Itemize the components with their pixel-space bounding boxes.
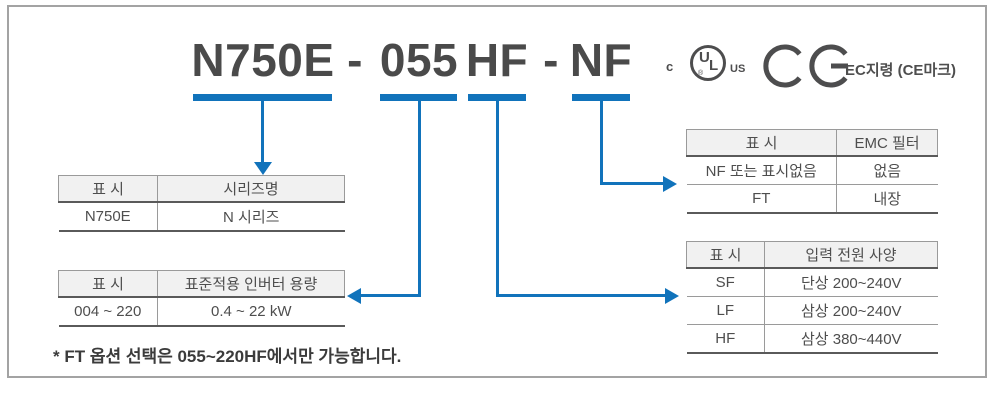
table-header-row: 표 시 EMC 필터 [686,129,938,157]
table-cell: 004 ~ 220 [58,297,158,327]
table-header-cell: 표 시 [58,175,158,203]
model-segment-series: N750E [191,34,335,86]
table-cell: 없음 [836,156,938,185]
table-cell: 삼상 380~440V [764,324,938,354]
underline-series [193,94,332,101]
model-segment-filter: NF [569,34,633,86]
table-cell: 단상 200~240V [764,268,938,297]
table-row: NF 또는 표시없음 없음 [686,156,938,185]
connector-capacity-line-h [358,294,419,297]
table-cell: FT [686,184,837,214]
table-header-cell: 표준적용 인버터 용량 [157,270,345,298]
connector-voltage-line-h [497,294,667,297]
table-row: N750E N 시리즈 [58,202,345,232]
table-header-cell: 표 시 [686,241,765,269]
model-dash: - [347,34,363,86]
table-row: SF 단상 200~240V [686,268,938,297]
capacity-table: 표 시 표준적용 인버터 용량 004 ~ 220 0.4 ~ 22 kW [58,270,345,327]
model-segment-capacity: 055 [379,34,459,86]
ul-mark-icon: U L ® [690,45,726,81]
model-dash: - [543,34,559,86]
table-header-cell: EMC 필터 [836,129,938,157]
table-header-cell: 시리즈명 [157,175,345,203]
connector-voltage-line-v [495,101,499,297]
model-segment-voltage: HF [465,34,529,86]
arrow-left-icon [347,287,361,304]
ce-caption: EC지령 (CE마크) [845,62,957,79]
underline-voltage [468,94,526,101]
table-row: LF 삼상 200~240V [686,296,938,325]
table-cell: SF [686,268,765,297]
table-header-cell: 표 시 [58,270,158,298]
connector-capacity-line-v [417,101,421,297]
connector-series-line [261,101,264,163]
underline-filter [572,94,630,101]
table-cell: HF [686,324,765,354]
table-header-row: 표 시 시리즈명 [58,175,345,203]
table-cell: N 시리즈 [157,202,345,232]
connector-filter-line-v [599,101,603,185]
table-cell: N750E [58,202,158,232]
registered-icon: ® [698,70,704,77]
arrow-right-icon [663,175,677,192]
table-cell: 내장 [836,184,938,214]
table-cell: 삼상 200~240V [764,296,938,325]
ul-mark-c: c [666,59,674,74]
connector-filter-line-h [601,182,665,185]
arrow-down-icon [253,162,272,175]
table-cell: 0.4 ~ 22 kW [157,297,345,327]
footnote: * FT 옵션 선택은 055~220HF에서만 가능합니다. [53,347,402,366]
series-table: 표 시 시리즈명 N750E N 시리즈 [58,175,345,232]
ul-letter-l: L [709,57,719,74]
table-row: HF 삼상 380~440V [686,324,938,354]
ul-mark-us: US [730,63,746,75]
table-header-row: 표 시 표준적용 인버터 용량 [58,270,345,298]
underline-capacity [380,94,457,101]
table-cell: LF [686,296,765,325]
emc-filter-table: 표 시 EMC 필터 NF 또는 표시없음 없음 FT 내장 [686,129,938,214]
table-cell: NF 또는 표시없음 [686,156,837,185]
input-power-table: 표 시 입력 전원 사양 SF 단상 200~240V LF 삼상 200~24… [686,241,938,354]
table-header-row: 표 시 입력 전원 사양 [686,241,938,269]
table-header-cell: 표 시 [686,129,837,157]
ul-letter-u: U [699,49,710,66]
arrow-right-icon [665,287,679,304]
table-row: FT 내장 [686,184,938,214]
table-row: 004 ~ 220 0.4 ~ 22 kW [58,297,345,327]
table-header-cell: 입력 전원 사양 [764,241,938,269]
ce-mark-icon [763,44,848,88]
